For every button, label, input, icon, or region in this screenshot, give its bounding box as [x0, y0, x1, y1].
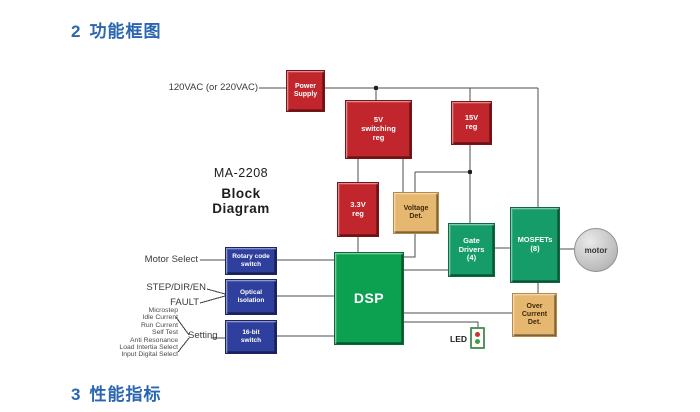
led-label: LED — [450, 334, 467, 344]
junction-dot — [467, 169, 473, 175]
block-optical-isolation: Optical Isolation — [225, 279, 277, 315]
setting-option: Load Intertia Select — [119, 344, 178, 352]
section-number: 3 — [71, 385, 81, 404]
led-green-dot — [475, 339, 480, 345]
block-gate-drivers: Gate Drivers (4) — [448, 223, 495, 277]
line-step-dir-en — [206, 288, 226, 295]
setting-option: Self Test — [152, 329, 178, 337]
block-dsp: DSP — [334, 252, 404, 345]
step-dir-en-label: STEP/DIR/EN — [146, 282, 206, 293]
setting-option: Run Current — [140, 321, 178, 329]
setting-option: Idle Current — [142, 314, 178, 322]
fault-label: FAULT — [170, 297, 199, 308]
setting-label: Setting — [188, 330, 218, 341]
block-16bit-switch: 16-bit switch — [225, 320, 277, 354]
setting-option: Microstep — [148, 307, 178, 314]
motor-select-label: Motor Select — [144, 254, 198, 265]
block-voltage-det: Voltage Det. — [393, 192, 439, 234]
block-15v-reg: 15V reg — [451, 101, 492, 145]
block-mosfets: MOSFETs (8) — [510, 207, 560, 283]
block-5v-switching-reg: 5V switching reg — [345, 100, 412, 159]
led-red-dot — [475, 331, 480, 337]
block-power-supply: Power Supply — [286, 70, 325, 112]
section-title-3: 3 性能指标 — [71, 380, 161, 405]
line-setting-fan-lower — [177, 337, 190, 353]
block-3v3-reg: 3.3V reg — [337, 182, 379, 237]
setting-option: Input Digital Select — [121, 351, 178, 359]
line-setting-fan-upper — [175, 316, 190, 336]
junction-dot — [373, 85, 379, 91]
section-label: 功能框图 — [89, 22, 162, 41]
section-title-2: 2 功能框图 — [71, 17, 161, 42]
setting-options-list: Microstep Idle Current Run Current Self … — [66, 307, 178, 359]
section-label: 性能指标 — [89, 385, 162, 404]
diagram-subtitle: Block Diagram — [212, 186, 270, 216]
section-number: 2 — [71, 22, 81, 41]
model-number: MA-2208 — [213, 166, 269, 180]
led-indicator-icon — [470, 327, 485, 349]
setting-option: Anti Resonance — [130, 336, 178, 344]
ac-input-label: 120VAC (or 220VAC) — [168, 82, 258, 93]
block-over-current-det: Over Current Det. — [512, 293, 557, 337]
diagram-caption: MA-2208 Block Diagram — [193, 166, 289, 216]
motor-node: motor — [574, 228, 618, 272]
block-rotary-code-switch: Rotary code switch — [225, 247, 277, 275]
line-fault — [199, 295, 226, 304]
line-dsp-to-led — [402, 321, 479, 327]
line-voltage-det-to-dsp — [402, 232, 416, 258]
